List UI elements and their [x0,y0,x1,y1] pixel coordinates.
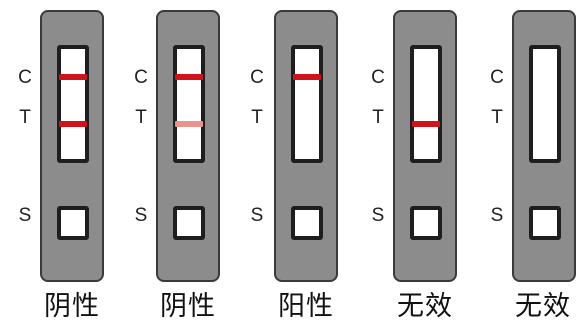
test-line [412,121,440,127]
result-window [410,45,442,163]
control-line [293,74,321,80]
label-t: T [19,107,31,128]
test-line [175,121,203,127]
label-t: T [135,107,147,128]
label-c: C [18,67,32,88]
strip-caption: 阴性 [160,291,216,322]
control-line [175,74,203,80]
test-strip-1 [40,10,104,282]
control-line [59,74,87,80]
result-window [291,45,323,163]
label-t: T [251,107,263,128]
sample-well [529,206,561,240]
sample-well [410,206,442,240]
label-t: T [491,107,503,128]
label-s: S [18,205,32,226]
test-strip-2 [156,10,220,282]
result-window [529,45,561,163]
sample-well [57,206,89,240]
label-s: S [134,205,148,226]
label-s: S [490,205,504,226]
strip-caption: 阴性 [44,291,100,322]
label-c: C [371,67,385,88]
test-strip-5 [512,10,576,282]
label-c: C [250,67,264,88]
result-window [173,45,205,163]
label-s: S [371,205,385,226]
strip-caption: 阳性 [278,291,334,322]
test-line [59,121,87,127]
label-c: C [134,67,148,88]
strip-caption: 无效 [515,291,571,322]
label-t: T [372,107,384,128]
test-strip-4 [393,10,457,282]
sample-well [291,206,323,240]
label-s: S [250,205,264,226]
result-window [57,45,89,163]
strip-caption: 无效 [397,291,453,322]
label-c: C [490,67,504,88]
sample-well [173,206,205,240]
test-strip-3 [274,10,338,282]
